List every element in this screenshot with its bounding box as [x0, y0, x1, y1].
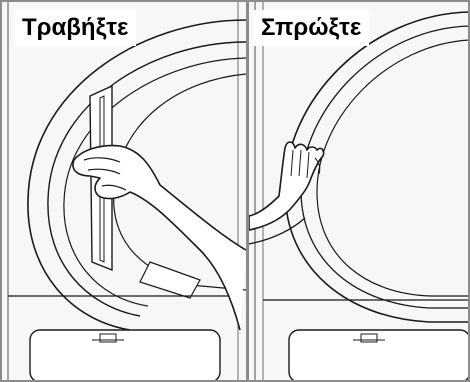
dryer-door-closed-illustration — [249, 0, 470, 382]
push-panel: Σπρώξτε — [249, 0, 470, 382]
dryer-door-open-illustration — [0, 0, 246, 382]
push-label: Σπρώξτε — [253, 10, 369, 46]
pull-label: Τραβήξτε — [14, 10, 136, 46]
pull-panel: Τραβήξτε — [0, 0, 246, 382]
push-hand-icon — [249, 142, 324, 244]
